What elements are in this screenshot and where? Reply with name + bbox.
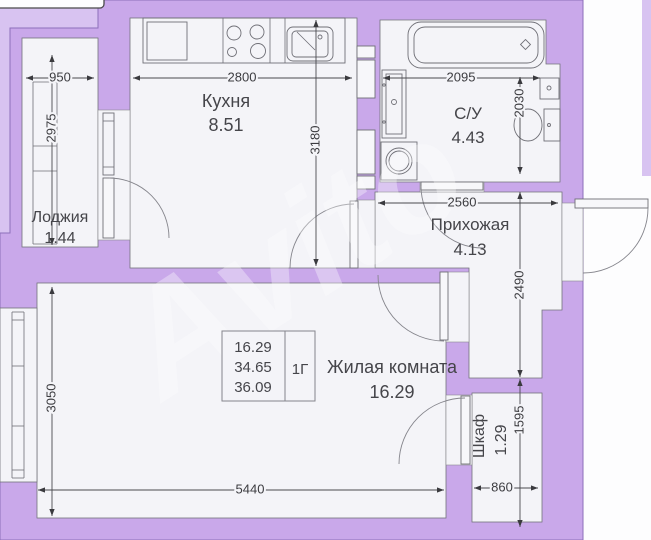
water-heater <box>539 77 560 100</box>
kitchen-door <box>289 200 359 269</box>
label-hallway-area: 4.13 <box>453 240 486 259</box>
dim-hallway-width-label: 2560 <box>448 194 477 209</box>
label-living-name: Жилая комната <box>327 357 458 377</box>
duct-shafts <box>356 45 376 190</box>
kitchen-sink <box>286 26 334 62</box>
living-window-bay <box>0 307 38 483</box>
balcony-door <box>102 177 170 239</box>
room-bathroom <box>379 19 561 183</box>
label-closet-area: 1.29 <box>493 424 510 455</box>
dim-living-height-label: 3050 <box>43 384 58 413</box>
dim-loggia-height-label: 2975 <box>43 114 58 143</box>
dim-living-width-label: 5440 <box>236 481 265 496</box>
dim-closet-width-label: 860 <box>491 479 513 494</box>
balcony-window <box>102 112 115 176</box>
exterior-wall-strip <box>642 0 651 176</box>
dim-hallway-height-label: 2490 <box>511 271 526 300</box>
exterior-area <box>583 0 651 540</box>
label-loggia-area: 1.44 <box>44 230 75 247</box>
dim-closet-height-label: 1595 <box>511 406 526 435</box>
label-bathroom-area: 4.43 <box>451 128 484 147</box>
dim-bathroom-height-label: 2030 <box>511 89 526 118</box>
label-loggia-name: Лоджия <box>32 209 89 226</box>
bathroom-door <box>420 181 484 249</box>
washing-machine <box>380 141 418 181</box>
kitchen-counter <box>142 17 346 64</box>
dim-kitchen-width-label: 2800 <box>228 69 257 84</box>
fridge <box>146 21 188 61</box>
closet-door <box>398 395 471 465</box>
stove <box>226 24 266 59</box>
info-layout-code: 1Г <box>292 361 308 378</box>
info-living-area: 16.29 <box>234 339 272 356</box>
label-bathroom-name: С/У <box>454 104 482 123</box>
label-kitchen-area: 8.51 <box>208 115 243 135</box>
bathtub <box>407 21 545 69</box>
info-box: 16.29 34.65 36.09 1Г <box>221 330 316 402</box>
info-total-area: 34.65 <box>234 359 272 376</box>
adjacent-unit-stub <box>0 0 105 9</box>
living-room-door <box>377 271 449 342</box>
label-kitchen-name: Кухня <box>202 91 250 111</box>
living-door-opening <box>445 271 470 343</box>
entrance-door <box>574 198 649 274</box>
vanity-sink <box>381 69 407 139</box>
info-full-area: 36.09 <box>234 379 272 396</box>
label-closet-name: Шкаф <box>471 414 488 458</box>
label-hallway-name: Прихожая <box>431 215 510 234</box>
dim-loggia-width-label: 950 <box>49 69 71 84</box>
living-room-window <box>11 311 25 479</box>
dim-bathroom-width-label: 2095 <box>447 69 476 84</box>
dim-kitchen-height-label: 3180 <box>307 126 322 155</box>
room-loggia <box>21 37 99 248</box>
entrance-door-opening <box>561 202 584 282</box>
label-living-area: 16.29 <box>369 382 414 402</box>
dimension-lines <box>26 20 558 527</box>
toilet <box>513 108 561 142</box>
